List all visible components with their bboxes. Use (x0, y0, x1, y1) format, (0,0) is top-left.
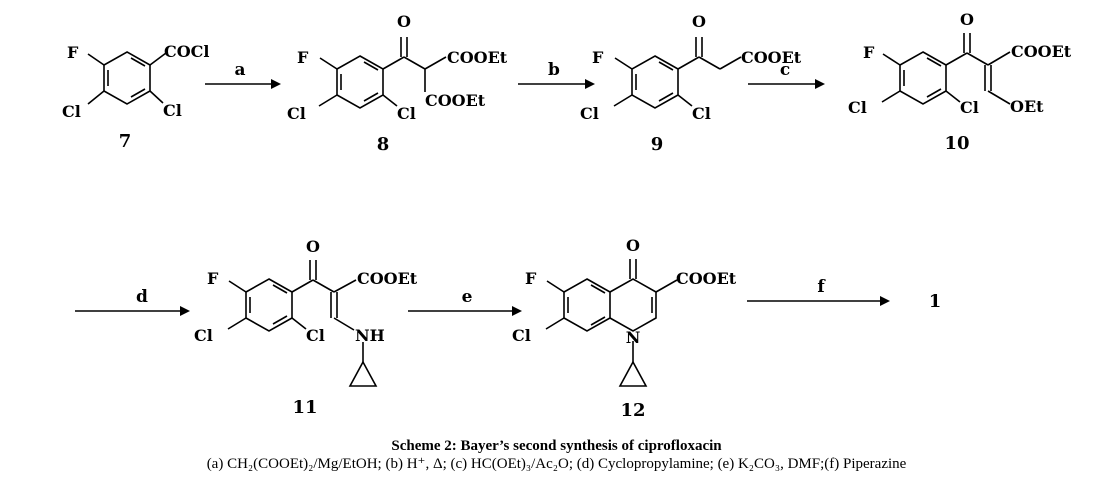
label-cl: Cl (960, 98, 979, 117)
carbonyl-bond (695, 37, 703, 57)
ring-double-bonds (635, 61, 674, 102)
ring-double-bonds (340, 61, 379, 102)
ring-bonds (103, 51, 151, 105)
cyclopropyl-ring (618, 360, 648, 387)
label-cl: Cl (512, 326, 531, 345)
cyclopropyl-ring (348, 360, 378, 387)
benzo-double-bonds (567, 284, 606, 326)
substituent-bonds (87, 52, 167, 105)
arrow-label-c: c (780, 60, 790, 80)
arrow-d: d (75, 287, 190, 316)
compound-number-9: 9 (651, 134, 664, 155)
arrow-a: a (205, 60, 281, 89)
arrow-label-a: a (234, 60, 245, 80)
enol-double-bond (984, 65, 1011, 105)
carbonyl-bond (963, 33, 971, 53)
pyridone-ring-bonds (609, 278, 657, 332)
substituent-bonds (881, 51, 1011, 103)
label-cooet: COOEt (741, 48, 802, 67)
scheme-title: Scheme 2: Bayer’s second synthesis of ci… (391, 438, 722, 454)
label-cl: Cl (306, 326, 325, 345)
arrow-label-d: d (136, 287, 148, 307)
carbonyl-bond (400, 37, 408, 57)
arrow-b: b (518, 60, 595, 89)
compound-number-8: 8 (377, 134, 390, 155)
label-cl: Cl (163, 101, 182, 120)
ring-bonds (631, 55, 679, 109)
arrow-label-b: b (548, 60, 560, 80)
label-cooet: COOEt (447, 48, 508, 67)
arrow-c: c (748, 60, 825, 89)
label-f: F (525, 269, 537, 288)
label-cl: Cl (287, 104, 306, 123)
compound-number-11: 11 (292, 397, 317, 418)
compound-10: O COOEt OEt Cl Cl F 10 (848, 10, 1072, 154)
label-f: F (297, 48, 309, 67)
label-oet: OEt (1010, 97, 1044, 116)
compound-number-7: 7 (119, 131, 132, 152)
label-cl: Cl (62, 102, 81, 121)
label-o: O (306, 237, 320, 256)
label-cocl: COCl (164, 42, 209, 61)
carbonyl-bond (309, 260, 317, 280)
label-cooet: COOEt (357, 269, 418, 288)
label-cl: Cl (397, 104, 416, 123)
compound-7: COCl Cl Cl F 7 (62, 42, 209, 152)
label-cl: Cl (194, 326, 213, 345)
compound-12: O COOEt N Cl F 12 (512, 236, 737, 421)
ring-double-bonds (903, 57, 942, 98)
label-o: O (626, 236, 640, 255)
substituent-bonds (545, 279, 678, 330)
compound-8: O COOEt COOEt Cl Cl F 8 (287, 12, 508, 155)
compound-11: O COOEt NH Cl Cl F 11 (194, 237, 418, 418)
ring-double-bonds (249, 284, 288, 325)
arrow-label-f: f (817, 277, 826, 297)
scheme-conditions: (a) CH₂(COOEt)₂/Mg/EtOH; (b) H⁺, Δ; (c) … (206, 456, 907, 472)
label-n: N (626, 328, 641, 347)
arrow-e: e (408, 287, 522, 316)
scheme-caption: Scheme 2: Bayer’s second synthesis of ci… (0, 437, 1113, 473)
ring-double-bonds (107, 57, 146, 98)
compound-number-10: 10 (944, 133, 969, 154)
substituent-bonds (227, 279, 357, 330)
label-cooet: COOEt (676, 269, 737, 288)
label-o: O (960, 10, 974, 29)
substituent-bonds (613, 56, 742, 107)
ring-bonds (245, 278, 293, 332)
label-o: O (692, 12, 706, 31)
label-cl: Cl (692, 104, 711, 123)
label-f: F (207, 269, 219, 288)
label-f: F (592, 48, 604, 67)
compound-9: O COOEt Cl Cl F 9 (580, 12, 802, 155)
compound-number-12: 12 (620, 400, 645, 421)
label-f: F (863, 43, 875, 62)
label-cooet: COOEt (1011, 42, 1072, 61)
label-f: F (67, 43, 79, 62)
ring-bonds (899, 51, 947, 105)
substituent-bonds (318, 56, 447, 107)
benzo-ring-bonds (563, 278, 611, 332)
label-nh: NH (355, 326, 385, 345)
arrow-label-e: e (462, 287, 473, 307)
product-number-1: 1 (929, 291, 942, 312)
enamine-double-bond (330, 292, 355, 331)
label-cl: Cl (848, 98, 867, 117)
label-o: O (397, 12, 411, 31)
arrow-f: f (747, 277, 890, 306)
label-cooet: COOEt (425, 91, 486, 110)
carbonyl-bond (629, 259, 637, 279)
label-cl: Cl (580, 104, 599, 123)
ring-bonds (336, 55, 384, 109)
